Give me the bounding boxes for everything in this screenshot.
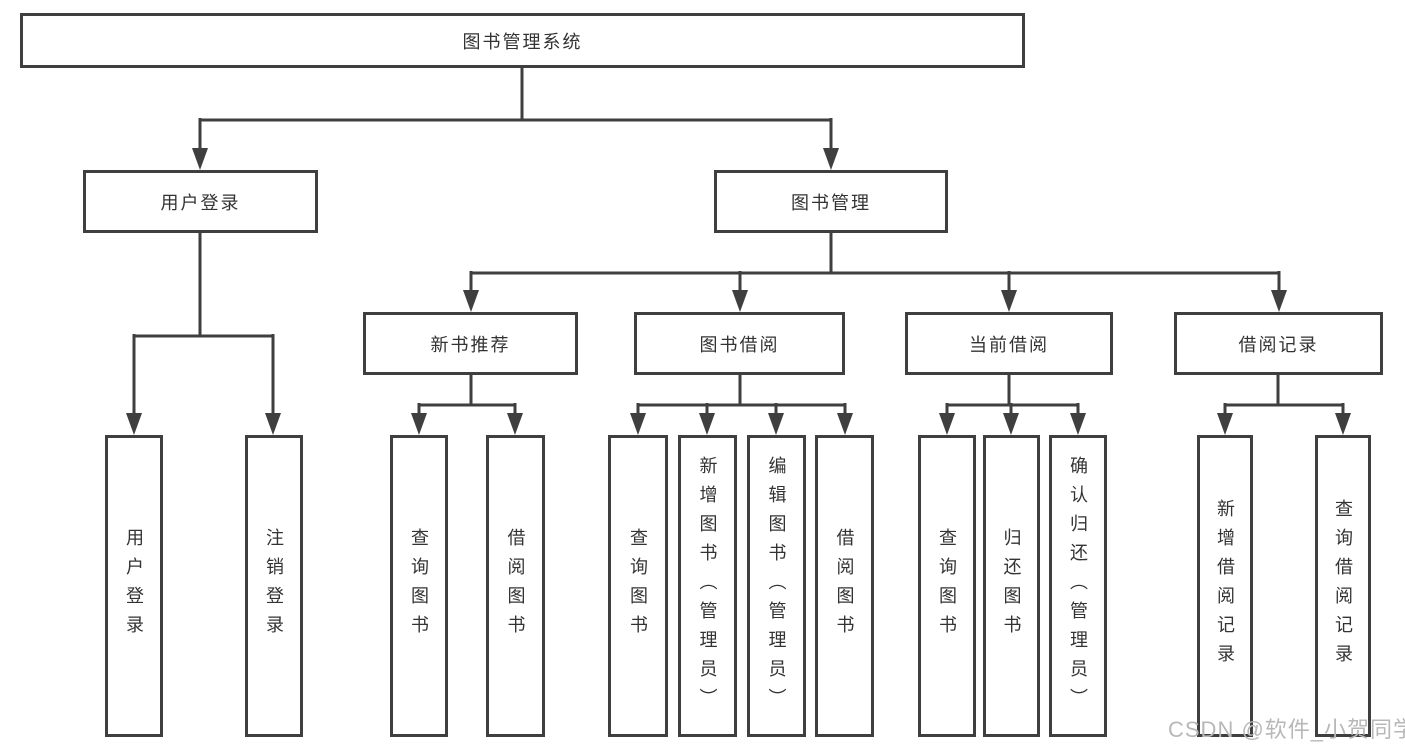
leaf-borrow-book: 借阅图书 — [486, 435, 545, 737]
arrow-down-icon — [1070, 413, 1086, 435]
arrow-down-icon — [1271, 290, 1287, 312]
leaf-return-book: 归还图书 — [983, 435, 1040, 737]
node-label: 注销登录 — [264, 528, 284, 644]
csdn-watermark: CSDN @软件_小贺同学 — [1168, 717, 1405, 742]
node-user-login-module: 用户登录 — [83, 170, 318, 233]
connector-current-borrow — [945, 373, 1080, 418]
leaf-query-book: 查询图书 — [918, 435, 976, 737]
node-current-borrow: 当前借阅 — [905, 312, 1113, 375]
arrow-down-icon — [1001, 290, 1017, 312]
leaf-query-book: 查询图书 — [608, 435, 668, 737]
node-label: 查询图书 — [628, 528, 648, 644]
node-new-book-recommend: 新书推荐 — [363, 312, 578, 375]
leaf-confirm-return-admin: 确认归还（管理员） — [1049, 435, 1107, 737]
leaf-add-borrow-record: 新增借阅记录 — [1197, 435, 1253, 737]
leaf-logout: 注销登录 — [245, 435, 303, 737]
node-label: 查询图书 — [937, 528, 957, 644]
connector-book-borrow — [636, 373, 847, 418]
arrow-down-icon — [507, 413, 523, 435]
node-label: 图书管理系统 — [462, 31, 583, 52]
arrow-down-icon — [699, 413, 715, 435]
node-label: 查询图书 — [409, 528, 429, 644]
leaf-user-login: 用户登录 — [105, 435, 163, 737]
arrow-down-icon — [265, 413, 281, 435]
connector-user-module — [132, 231, 275, 418]
node-label: 借阅图书 — [505, 528, 526, 644]
connector-borrow-record — [1223, 373, 1345, 418]
node-label: 查询借阅记录 — [1333, 499, 1353, 673]
node-label: 用户登录 — [160, 192, 241, 213]
node-label: 新增图书（管理员） — [697, 455, 718, 717]
node-borrow-record: 借阅记录 — [1174, 312, 1383, 375]
arrow-down-icon — [463, 290, 479, 312]
arrow-down-icon — [837, 413, 853, 435]
node-label: 当前借阅 — [969, 334, 1049, 355]
node-label: 新增借阅记录 — [1215, 499, 1235, 673]
node-label: 归还图书 — [1001, 528, 1022, 644]
arrow-down-icon — [1335, 413, 1351, 435]
connector-new-book — [417, 373, 517, 418]
arrow-down-icon — [732, 290, 748, 312]
leaf-borrow-book: 借阅图书 — [815, 435, 874, 737]
arrow-down-icon — [939, 413, 955, 435]
arrow-down-icon — [630, 413, 646, 435]
node-root-library-system: 图书管理系统 — [20, 13, 1025, 68]
node-label: 用户登录 — [124, 528, 144, 644]
node-book-borrow: 图书借阅 — [634, 312, 845, 375]
leaf-query-book: 查询图书 — [390, 435, 448, 737]
node-label: 图书借阅 — [699, 334, 780, 355]
arrow-down-icon — [1003, 413, 1019, 435]
node-label: 新书推荐 — [430, 334, 511, 355]
node-label: 编辑图书（管理员） — [766, 455, 787, 717]
arrow-down-icon — [126, 413, 142, 435]
node-label: 借阅记录 — [1238, 334, 1319, 355]
leaf-edit-book-admin: 编辑图书（管理员） — [747, 435, 806, 737]
connector-book-module-to-level3 — [469, 231, 1281, 296]
leaf-add-book-admin: 新增图书（管理员） — [678, 435, 737, 737]
node-book-management-module: 图书管理 — [714, 170, 948, 233]
arrow-down-icon — [411, 413, 427, 435]
leaf-query-borrow-record: 查询借阅记录 — [1315, 435, 1371, 737]
arrow-down-icon — [823, 148, 839, 170]
arrow-down-icon — [768, 413, 784, 435]
node-label: 确认归还（管理员） — [1068, 455, 1088, 717]
connector-root-to-level2 — [198, 66, 833, 154]
arrow-down-icon — [192, 148, 208, 170]
node-label: 借阅图书 — [834, 528, 855, 644]
arrow-down-icon — [1217, 413, 1233, 435]
node-label: 图书管理 — [791, 192, 871, 213]
